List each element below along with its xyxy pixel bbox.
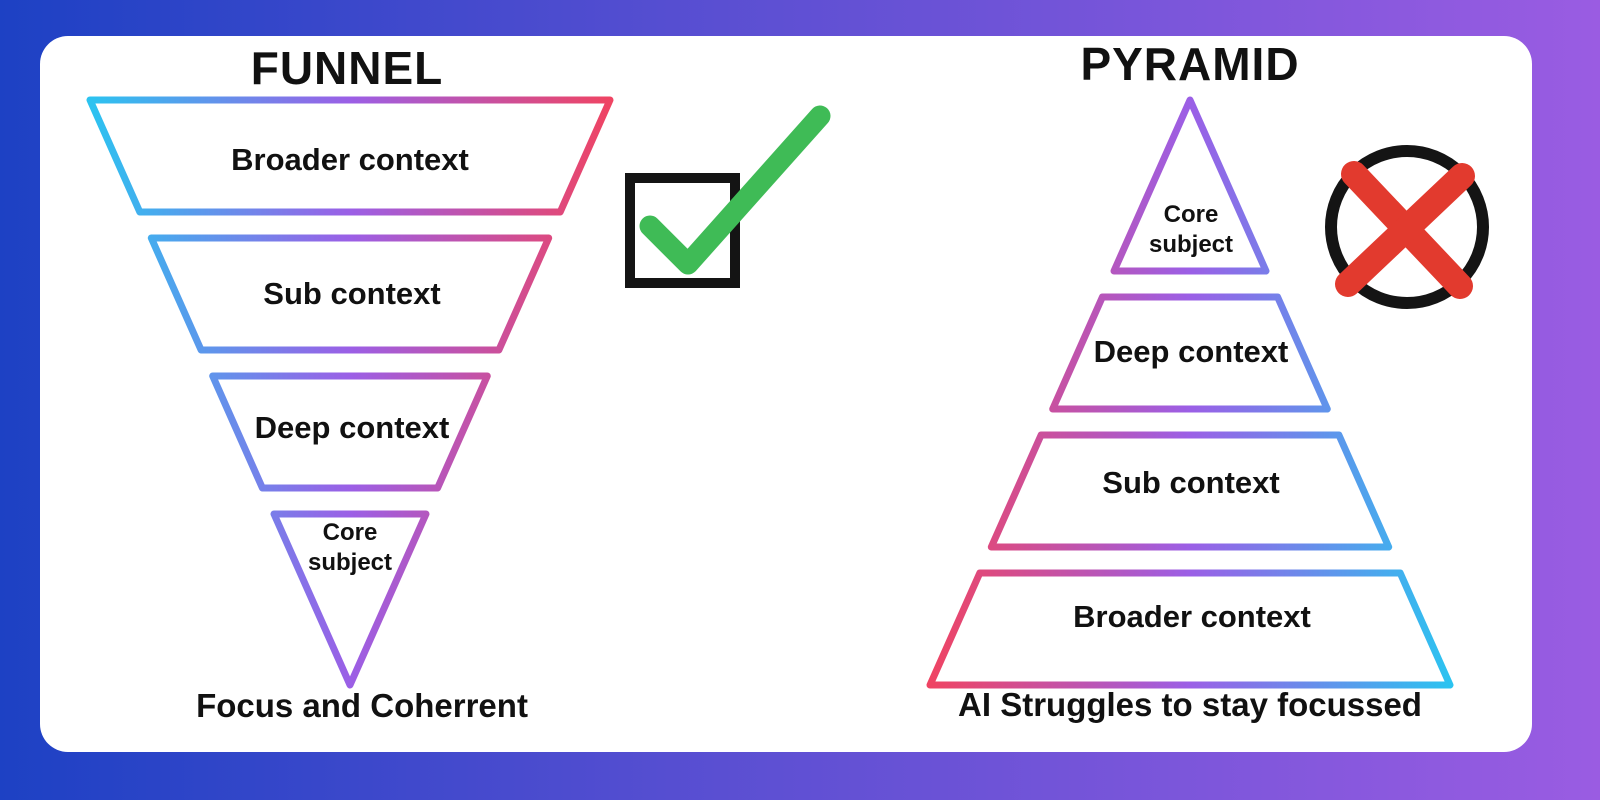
pyramid-layer-1-label: Core subject xyxy=(1148,201,1234,258)
pyramid-caption: AI Struggles to stay focussed xyxy=(958,686,1422,723)
pyramid-title: PYRAMID xyxy=(1080,38,1300,90)
funnel-layer-1-label: Broader context xyxy=(231,142,469,177)
funnel-layer-1-shape xyxy=(86,96,614,216)
funnel-layer-3-shape xyxy=(209,372,491,492)
funnel-layer-4-shape xyxy=(270,510,430,689)
funnel-layer-2-shape xyxy=(147,234,553,354)
funnel-layer-2-label: Sub context xyxy=(263,276,441,311)
funnel-diagram xyxy=(86,96,614,689)
pyramid-layer-1-shape xyxy=(1110,96,1270,275)
pyramid-layer-4-label: Broader context xyxy=(1073,599,1311,634)
pyramid-layer-2-label: Deep context xyxy=(1093,334,1289,369)
funnel-title: FUNNEL xyxy=(250,42,444,94)
cross-stroke-2 xyxy=(1335,163,1475,297)
pyramid-layer-3-shape xyxy=(987,431,1393,551)
funnel-caption: Focus and Coherrent xyxy=(196,687,528,724)
pyramid-layer-4-shape xyxy=(926,569,1454,689)
pyramid-layer-2-shape xyxy=(1049,293,1331,413)
pyramid-diagram xyxy=(926,96,1454,689)
cross-icon xyxy=(1325,145,1489,309)
funnel-layer-3-label: Deep context xyxy=(254,410,450,445)
funnel-layer-4-label: Core subject xyxy=(307,519,393,576)
pyramid-layer-3-label: Sub context xyxy=(1102,465,1280,500)
checkmark-icon xyxy=(625,105,831,288)
check-stroke xyxy=(639,105,831,275)
